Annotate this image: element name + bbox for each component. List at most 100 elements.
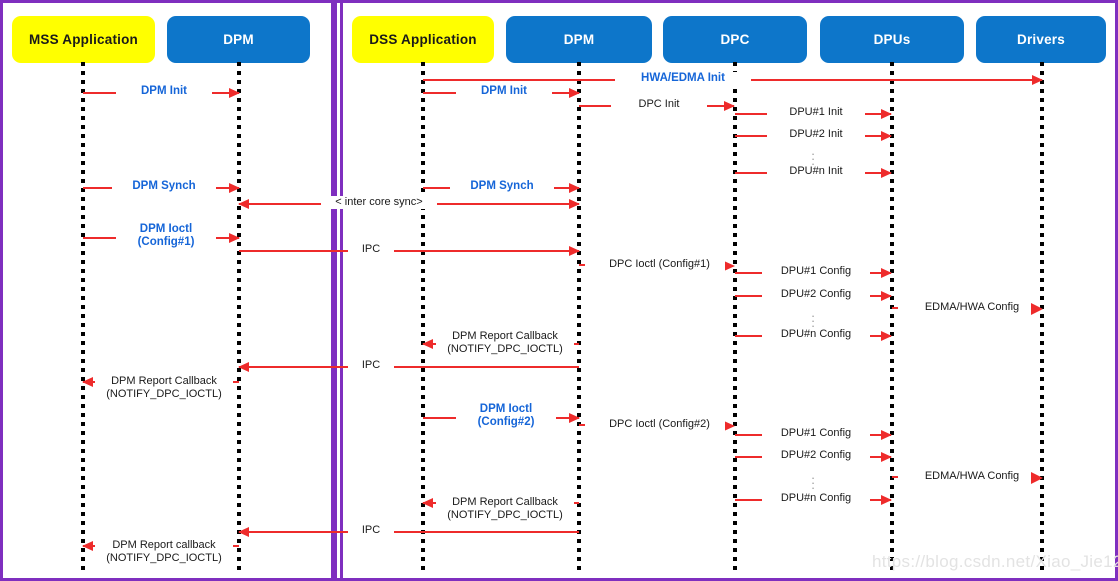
arrow-head-right-icon — [881, 108, 892, 119]
message-label-dpc-init: DPC Init — [611, 98, 707, 111]
message-label-inter-core-sync: < inter core sync> — [321, 196, 437, 209]
panel-dss-core — [334, 0, 1118, 581]
message-label-dpc-ioctl-config2: DPC Ioctl (Config#2) — [594, 418, 725, 431]
message-label-dpm-init-mss: DPM Init — [116, 85, 212, 98]
message-label-dpu1-config-2: DPU#1 Config — [762, 427, 870, 440]
lifeline-dss-dpus — [890, 62, 894, 570]
message-label-dpun-config-1: DPU#n Config — [762, 328, 870, 341]
arrow-head-left-icon — [82, 376, 93, 387]
arrow-head-right-icon — [569, 87, 580, 98]
arrow-head-left-icon — [238, 198, 249, 209]
arrow-line — [239, 250, 579, 252]
label-line-1: DPM Report Callback — [452, 330, 558, 342]
label-line-2: (Config#1) — [137, 236, 195, 248]
actor-label: DPM — [223, 32, 254, 47]
arrow-head-right-icon — [569, 182, 580, 193]
message-label-edma-hwa-config-2: EDMA/HWA Config — [916, 470, 1028, 483]
message-label-report-callback-mss-1: DPM Report Callback (NOTIFY_DPC_IOCTL) — [95, 375, 233, 401]
arrow-head-right-icon — [881, 429, 892, 440]
message-label-ipc-1: IPC — [348, 243, 394, 256]
arrow-head-right-icon — [569, 412, 580, 423]
arrow-head-right-icon — [881, 267, 892, 278]
arrow-head-right-icon — [881, 167, 892, 178]
arrow-head-right-icon — [229, 232, 240, 243]
arrow-head-right-icon — [881, 494, 892, 505]
label-line-1: DPM Ioctl — [479, 403, 533, 415]
message-label-hwa-edma-init: HWA/EDMA Init — [615, 72, 751, 85]
arrow-line — [423, 203, 579, 205]
ellipsis-dpu-config-1: ... — [811, 305, 815, 330]
arrow-head-right-icon — [229, 87, 240, 98]
arrow-head-right-icon — [724, 260, 735, 271]
message-label-dpu2-config-1: DPU#2 Config — [762, 288, 870, 301]
arrow-tail-stub — [892, 476, 898, 479]
arrow-head-right-icon — [724, 420, 735, 431]
lifeline-dss-application — [421, 62, 425, 570]
actor-mss-application[interactable]: MSS Application — [12, 16, 155, 63]
arrow-head-right-icon — [1031, 471, 1043, 484]
label-line-2: (NOTIFY_DPC_IOCTL) — [106, 552, 222, 564]
lifeline-dss-dpc — [733, 62, 737, 570]
arrow-head-right-icon — [881, 130, 892, 141]
actor-dss-dpm[interactable]: DPM — [506, 16, 652, 63]
message-label-dpu2-init: DPU#2 Init — [767, 128, 865, 141]
arrow-head-left-icon — [422, 497, 433, 508]
label-line-1: DPM Report Callback — [111, 375, 217, 387]
arrow-head-right-icon — [569, 198, 580, 209]
arrow-tail-stub — [579, 264, 585, 267]
message-label-report-callback-dss-1: DPM Report Callback (NOTIFY_DPC_IOCTL) — [436, 330, 574, 356]
arrow-line — [239, 366, 579, 368]
message-label-report-callback-mss-2: DPM Report callback (NOTIFY_DPC_IOCTL) — [95, 539, 233, 565]
arrow-head-right-icon — [569, 245, 580, 256]
message-label-dpm-init-dss: DPM Init — [456, 85, 552, 98]
arrow-head-left-icon — [238, 361, 249, 372]
label-line-1: DPM Report callback — [112, 539, 216, 551]
actor-label: DPM — [563, 32, 595, 47]
lifeline-mss-dpm — [237, 62, 241, 570]
ellipsis-dpu-init: ... — [811, 143, 815, 168]
actor-dss-drivers[interactable]: Drivers — [976, 16, 1106, 63]
actor-label: DSS Application — [369, 32, 477, 47]
label-line-1: DPM Report Callback — [452, 496, 558, 508]
message-label-dpu1-config-1: DPU#1 Config — [762, 265, 870, 278]
arrow-head-right-icon — [724, 100, 735, 111]
actor-label: Drivers — [1017, 32, 1065, 47]
message-label-dpc-ioctl-config1: DPC Ioctl (Config#1) — [594, 258, 725, 271]
arrow-head-left-icon — [422, 338, 433, 349]
arrow-head-left-icon — [82, 540, 93, 551]
message-label-dpu1-init: DPU#1 Init — [767, 106, 865, 119]
label-line-2: (NOTIFY_DPC_IOCTL) — [447, 509, 563, 521]
message-label-dpm-synch-dss: DPM Synch — [450, 180, 554, 193]
arrow-tail-stub — [579, 424, 585, 427]
message-label-ipc-3: IPC — [348, 524, 394, 537]
label-line-2: (Config#2) — [477, 416, 535, 428]
label-line-2: (NOTIFY_DPC_IOCTL) — [447, 343, 563, 355]
arrow-head-right-icon — [1032, 74, 1043, 85]
arrow-head-right-icon — [881, 451, 892, 462]
lifeline-dss-drivers — [1040, 62, 1044, 570]
actor-mss-dpm[interactable]: DPM — [167, 16, 310, 63]
lifeline-dss-dpm — [577, 62, 581, 570]
actor-dss-dpc[interactable]: DPC — [663, 16, 807, 63]
message-label-dpun-config-2: DPU#n Config — [762, 492, 870, 505]
message-label-dpm-ioctl-config1: DPM Ioctl (Config#1) — [116, 223, 216, 249]
message-label-dpun-init: DPU#n Init — [767, 165, 865, 178]
arrow-head-right-icon — [1031, 302, 1043, 315]
ellipsis-dpu-config-2: ... — [811, 467, 815, 492]
arrow-head-right-icon — [881, 290, 892, 301]
actor-dss-dpus[interactable]: DPUs — [820, 16, 964, 63]
message-label-dpu2-config-2: DPU#2 Config — [762, 449, 870, 462]
arrow-head-right-icon — [229, 182, 240, 193]
message-label-report-callback-dss-2: DPM Report Callback (NOTIFY_DPC_IOCTL) — [436, 496, 574, 522]
arrow-head-left-icon — [238, 526, 249, 537]
message-label-dpm-synch-mss: DPM Synch — [112, 180, 216, 193]
message-label-dpm-ioctl-config2: DPM Ioctl (Config#2) — [456, 403, 556, 429]
watermark: https://blog.csdn.net/Xiao_Jie123 — [872, 552, 1118, 571]
actor-dss-application[interactable]: DSS Application — [352, 16, 494, 63]
label-line-1: DPM Ioctl — [139, 223, 193, 235]
message-label-ipc-2: IPC — [348, 359, 394, 372]
actor-label: MSS Application — [28, 32, 138, 47]
arrow-line — [239, 531, 579, 533]
inter-core-divider — [340, 3, 343, 578]
arrow-head-right-icon — [881, 330, 892, 341]
